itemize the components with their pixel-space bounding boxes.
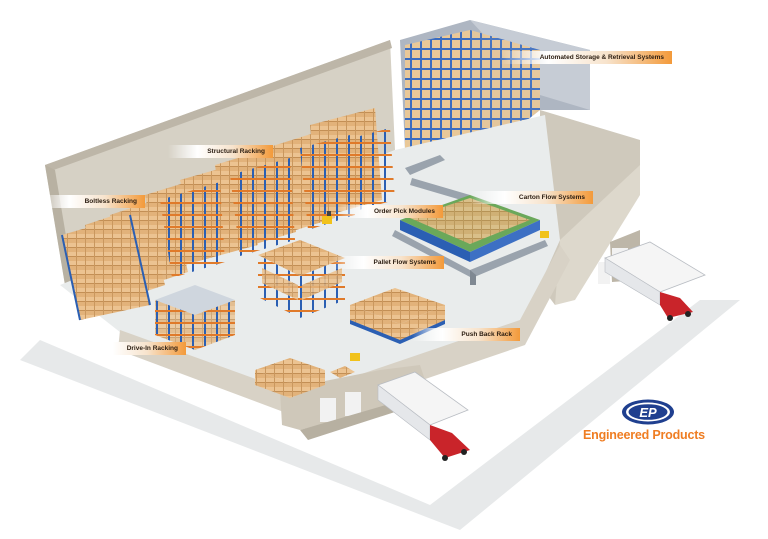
label-asrs-text: Automated Storage & Retrieval Systems	[539, 54, 664, 61]
truck-right	[604, 241, 706, 321]
label-order-pick-text: Order Pick Modules	[373, 208, 435, 215]
label-drive-in-racking: Drive-In Racking	[84, 342, 186, 355]
truck-front	[377, 371, 470, 461]
pallet-flow-systems	[258, 240, 345, 318]
label-carton-flow-systems: Carton Flow Systems	[470, 191, 593, 204]
label-drive-in-text: Drive-In Racking	[126, 345, 178, 352]
label-boltless-text: Boltless Racking	[84, 198, 137, 205]
label-boltless-racking: Boltless Racking	[40, 195, 145, 208]
label-structural-text: Structural Racking	[207, 148, 265, 155]
engineered-products-logo: EP Engineered Products	[583, 398, 753, 448]
brand-name: Engineered Products	[583, 428, 705, 442]
floor-stacks	[255, 358, 355, 398]
label-push-back-text: Push Back Rack	[461, 331, 512, 338]
ground-shadow	[20, 300, 740, 530]
forklift-icons	[322, 211, 549, 361]
ep-badge-text: EP	[639, 405, 657, 420]
label-structural-racking: Structural Racking	[168, 145, 273, 158]
drive-in-racking	[155, 285, 235, 350]
label-carton-flow-text: Carton Flow Systems	[518, 194, 585, 201]
label-pallet-flow-text: Pallet Flow Systems	[373, 259, 437, 266]
label-push-back-rack: Push Back Rack	[412, 328, 520, 341]
label-order-pick-modules: Order Pick Modules	[338, 205, 443, 218]
ep-badge-icon: EP	[622, 399, 674, 425]
label-pallet-flow-systems: Pallet Flow Systems	[332, 256, 444, 269]
structural-racking	[145, 108, 395, 278]
conveyor	[392, 155, 548, 285]
label-asrs: Automated Storage & Retrieval Systems	[500, 51, 672, 64]
